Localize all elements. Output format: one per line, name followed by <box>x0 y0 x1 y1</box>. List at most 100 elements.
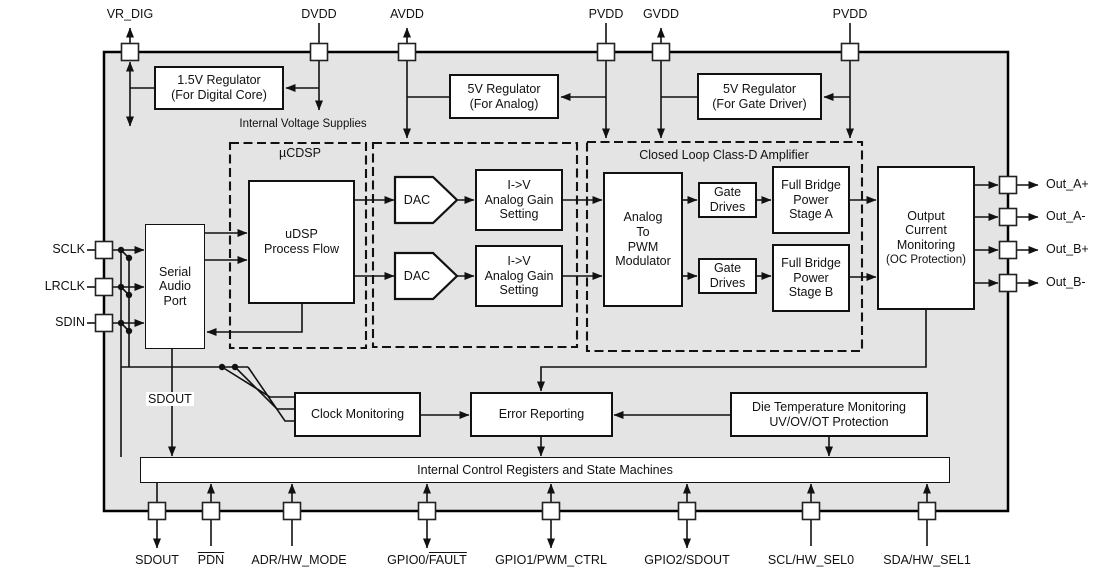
serial-audio-port-block: Serial Audio Port <box>145 224 205 349</box>
ocm-line1: Output <box>907 208 945 223</box>
regulator-5v-analog-line2: (For Analog) <box>469 96 539 111</box>
udsp-process-flow-block: uDSP Process Flow <box>248 180 355 304</box>
pin-label-pdn-text: PDN <box>197 553 225 567</box>
ucdsp-region-text: µCDSP <box>279 146 321 160</box>
pin-label-sclk: SCLK <box>17 242 85 257</box>
gate-drives-b-block: Gate Drives <box>698 258 757 294</box>
gate-drives-b-line1: Gate <box>713 261 742 276</box>
pin-label-gpio0-text: GPIO0/ <box>387 553 429 567</box>
ocm-line2: Current <box>905 223 947 238</box>
full-bridge-b-block: Full Bridge Power Stage B <box>772 244 850 312</box>
pin-label-gpio2-sdout-text: GPIO2/SDOUT <box>644 553 730 567</box>
pin-label-pvdd-1-text: PVDD <box>588 7 624 21</box>
dac-a-shape <box>393 175 459 225</box>
error-reporting-block: Error Reporting <box>470 392 613 437</box>
analog-gain-a-line3: Setting <box>499 207 539 222</box>
dac-a-label: DAC <box>395 177 439 223</box>
pin-label-lrclk: LRCLK <box>17 279 85 294</box>
ocm-line4: (OC Protection) <box>886 253 966 266</box>
a2pwm-line2: To <box>636 224 650 239</box>
regulator-1v5-block: 1.5V Regulator (For Digital Core) <box>154 66 284 110</box>
pin-label-gpio2-sdout: GPIO2/SDOUT <box>632 553 742 568</box>
pin-label-out-b-plus: Out_B+ <box>1046 242 1089 257</box>
pin-label-sdin: SDIN <box>17 315 85 330</box>
pin-label-sda-hw-sel1-text: SDA/HW_SEL1 <box>883 553 971 567</box>
gate-drives-a-line1: Gate <box>713 185 742 200</box>
pin-squares <box>94 42 1018 521</box>
pin-label-sdout-bottom: SDOUT <box>117 553 197 568</box>
ocm-line3: Monitoring <box>896 238 956 252</box>
analog-gain-b-line3: Setting <box>499 283 539 298</box>
die-temperature-line2: UV/OV/OT Protection <box>769 414 889 429</box>
analog-gain-a-line2: Analog Gain <box>484 192 554 207</box>
pin-label-scl-hw-sel0: SCL/HW_SEL0 <box>756 553 866 568</box>
pin-label-out-b-minus: Out_B- <box>1046 275 1086 290</box>
control-registers-label: Internal Control Registers and State Mac… <box>417 462 673 477</box>
clock-monitoring-label: Clock Monitoring <box>310 407 405 422</box>
dac-b-text: DAC <box>403 269 431 283</box>
analog-to-pwm-block: Analog To PWM Modulator <box>603 172 683 307</box>
pin-label-dvdd-text: DVDD <box>301 7 337 21</box>
junction-dots <box>117 246 239 371</box>
regulator-5v-analog-block: 5V Regulator (For Analog) <box>449 74 559 119</box>
analog-gain-a-line1: I->V <box>507 178 531 193</box>
gate-drives-b-line2: Drives <box>709 276 746 290</box>
pin-label-fault-text: FAULT <box>428 553 467 567</box>
dac-region-box <box>371 141 579 349</box>
pin-label-sdin-text: SDIN <box>55 315 85 329</box>
dac-b-label: DAC <box>395 253 439 299</box>
classd-region-box <box>585 140 864 353</box>
dac-a-text: DAC <box>403 193 431 207</box>
analog-gain-a-block: I->V Analog Gain Setting <box>475 169 563 231</box>
pin-label-gpio1-pwm-ctrl-text: GPIO1/PWM_CTRL <box>495 553 607 567</box>
full-bridge-b-line1: Full Bridge <box>781 256 841 271</box>
a2pwm-line1: Analog <box>623 210 663 225</box>
pin-label-out-a-minus: Out_A- <box>1046 209 1086 224</box>
pin-label-out-b-minus-text: Out_B- <box>1046 275 1086 289</box>
pin-label-gvdd-text: GVDD <box>642 7 680 21</box>
sap-line3: Port <box>163 293 187 308</box>
internal-voltage-supplies-text: Internal Voltage Supplies <box>239 118 367 130</box>
udsp-line1: uDSP <box>285 227 318 242</box>
sdout-net-text: SDOUT <box>146 392 194 406</box>
control-registers-bar: Internal Control Registers and State Mac… <box>140 457 950 483</box>
dac-b-shape <box>393 251 459 301</box>
pin-label-gpio0-fault: GPIO0/FAULT <box>372 553 482 568</box>
die-temperature-line1: Die Temperature Monitoring <box>751 399 906 414</box>
regulator-5v-analog-line1: 5V Regulator <box>467 81 541 96</box>
pin-label-avdd-text: AVDD <box>390 7 424 21</box>
regulator-5v-gate-line1: 5V Regulator <box>723 81 796 96</box>
full-bridge-b-line3: Stage B <box>788 285 834 300</box>
classd-region-text: Closed Loop Class-D Amplifier <box>639 148 809 162</box>
dac-shapes <box>393 175 459 301</box>
pin-label-lrclk-text: LRCLK <box>44 279 85 293</box>
a2pwm-line3: PWM <box>627 239 659 254</box>
classd-region-label: Closed Loop Class-D Amplifier <box>624 148 824 163</box>
sap-line2: Audio <box>159 279 191 294</box>
gate-drives-a-line2: Drives <box>709 200 746 214</box>
pin-label-pvdd-2: PVDD <box>815 7 885 22</box>
pin-label-sclk-text: SCLK <box>52 242 85 256</box>
ucdsp-region-label: µCDSP <box>250 146 350 161</box>
pin-label-out-a-minus-text: Out_A- <box>1046 209 1086 223</box>
sdout-net-label: SDOUT <box>146 392 194 407</box>
die-temperature-block: Die Temperature Monitoring UV/OV/OT Prot… <box>730 392 928 437</box>
pin-label-pdn: PDN <box>186 553 236 568</box>
full-bridge-a-block: Full Bridge Power Stage A <box>772 166 850 234</box>
pin-label-out-a-plus: Out_A+ <box>1046 177 1089 192</box>
error-reporting-label: Error Reporting <box>498 407 585 422</box>
pin-label-sdout-bottom-text: SDOUT <box>135 553 179 567</box>
full-bridge-b-line2: Power <box>793 270 829 285</box>
pin-label-gvdd: GVDD <box>626 7 696 22</box>
pin-label-avdd: AVDD <box>372 7 442 22</box>
pin-label-pvdd-1: PVDD <box>571 7 641 22</box>
dashed-regions <box>228 140 864 353</box>
udsp-line2: Process Flow <box>263 242 340 256</box>
regulator-5v-gate-line2: (For Gate Driver) <box>712 96 807 111</box>
clock-monitoring-block: Clock Monitoring <box>294 392 421 437</box>
pin-label-pvdd-2-text: PVDD <box>832 7 868 21</box>
output-current-monitoring-block: Output Current Monitoring (OC Protection… <box>877 166 975 310</box>
analog-gain-b-block: I->V Analog Gain Setting <box>475 245 563 307</box>
wires <box>87 23 1039 549</box>
